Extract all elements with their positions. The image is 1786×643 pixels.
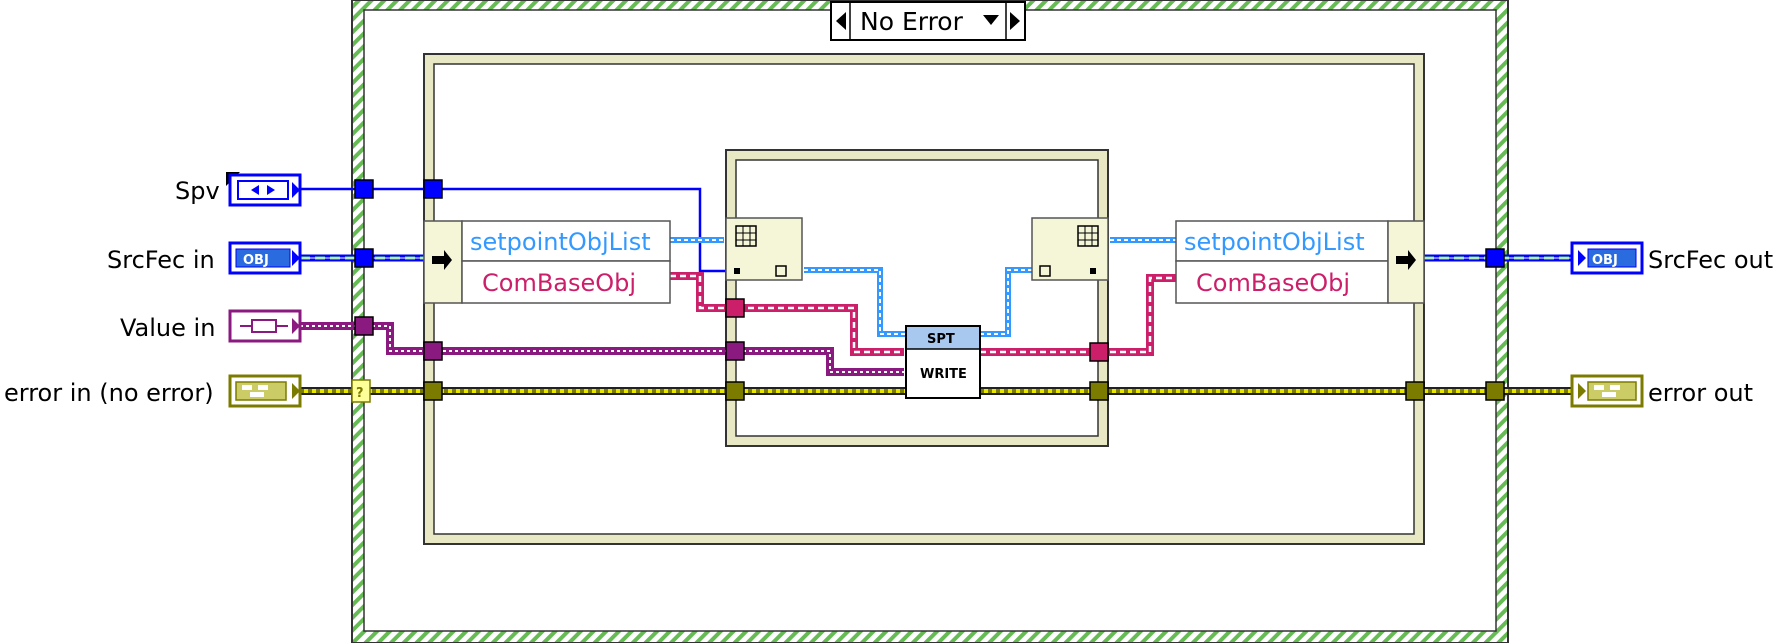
case-selector-terminal: ? — [351, 379, 371, 403]
property-combaseobj: ComBaseObj — [482, 269, 636, 297]
svg-text:SPT: SPT — [927, 332, 955, 347]
svg-text:OBJ: OBJ — [1592, 253, 1618, 268]
decrement-arrow-icon[interactable] — [836, 12, 846, 30]
tunnel — [1089, 342, 1109, 362]
property-combaseobj: ComBaseObj — [1196, 269, 1350, 297]
svg-text:OBJ: OBJ — [243, 253, 269, 268]
error-in-control[interactable]: error in (no error) — [4, 374, 302, 408]
svg-text:?: ? — [356, 386, 364, 401]
dropdown-arrow-icon[interactable] — [983, 15, 999, 25]
property-setpointobjlist: setpointObjList — [1184, 228, 1365, 256]
svg-text:Spv: Spv — [175, 177, 220, 205]
spv-control[interactable]: Spv — [175, 172, 302, 207]
srcfec-in-control[interactable]: SrcFec in OBJ — [107, 241, 302, 275]
index-array-node-right[interactable] — [1031, 217, 1109, 281]
index-array-node-left[interactable] — [725, 217, 803, 281]
svg-text:error in (no error): error in (no error) — [4, 379, 214, 407]
tunnel — [354, 179, 374, 199]
svg-text:WRITE: WRITE — [920, 367, 967, 382]
tunnel — [423, 381, 443, 401]
spt-write-subvi[interactable]: SPT WRITE — [905, 325, 981, 399]
case-selector[interactable]: No Error — [830, 1, 1026, 41]
property-node-right[interactable]: setpointObjList ComBaseObj — [1175, 220, 1425, 304]
tunnel — [1485, 381, 1505, 401]
array-wires — [670, 237, 1176, 337]
increment-arrow-icon[interactable] — [1010, 12, 1020, 30]
tunnel — [423, 341, 443, 361]
tunnel — [1089, 381, 1109, 401]
arrow-right-icon — [432, 250, 452, 270]
svg-text:SrcFec in: SrcFec in — [107, 246, 215, 274]
svg-text:Value in: Value in — [120, 314, 215, 342]
arrow-right-icon — [1396, 250, 1416, 270]
property-node-left[interactable]: setpointObjList ComBaseObj — [423, 220, 671, 304]
value-in-control[interactable]: Value in — [120, 309, 302, 343]
error-out-indicator[interactable]: error out — [1570, 374, 1753, 408]
tunnel — [725, 298, 745, 318]
property-setpointobjlist: setpointObjList — [470, 228, 651, 256]
value-in-wire — [300, 322, 904, 376]
inner-structure-frame — [725, 149, 1109, 447]
srcfec-out-indicator[interactable]: OBJ SrcFec out — [1570, 241, 1773, 275]
class-wires — [670, 272, 1176, 356]
tunnel — [1405, 381, 1425, 401]
spv-refnum-wire — [300, 187, 726, 273]
svg-text:error out: error out — [1648, 379, 1753, 407]
tunnel — [354, 248, 374, 268]
case-selector-label: No Error — [860, 7, 964, 36]
tunnel — [354, 316, 374, 336]
tunnel — [725, 341, 745, 361]
tunnels — [354, 179, 1505, 401]
tunnel — [423, 179, 443, 199]
tunnel — [725, 381, 745, 401]
tunnel — [1485, 248, 1505, 268]
svg-text:SrcFec out: SrcFec out — [1648, 246, 1773, 274]
